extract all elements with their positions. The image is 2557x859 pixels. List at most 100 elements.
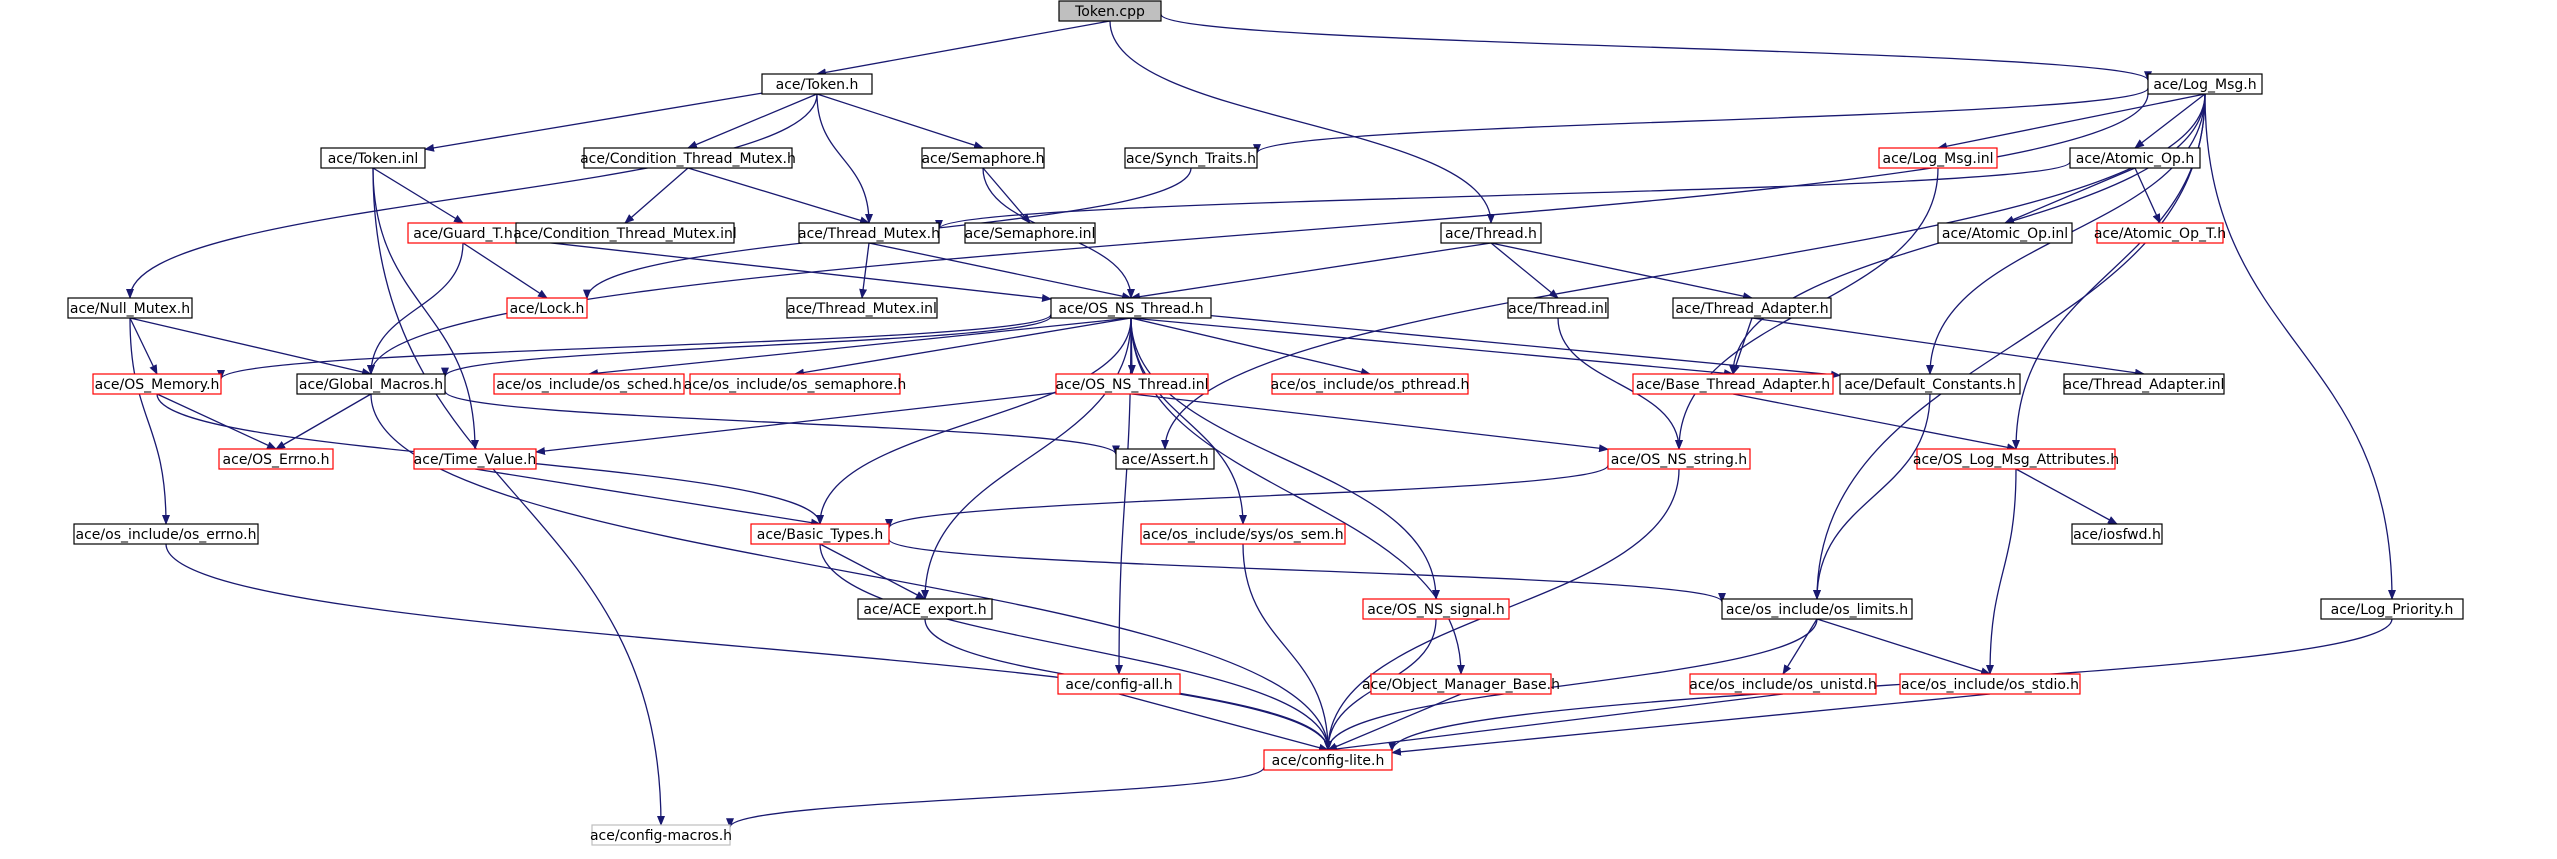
node-box [2147,73,2263,95]
node-os-unistd-h[interactable]: ace/os_include/os_unistd.h [1689,673,1877,695]
edge-os-ns-thread-h-to-global-macros-h [441,315,1052,378]
node-label: ace/Thread_Mutex.h [798,226,940,242]
node-ace-export-h[interactable]: ace/ACE_export.h [857,598,993,620]
node-label: ace/Synch_Traits.h [1126,151,1256,167]
node-thread-mutex-inl[interactable]: ace/Thread_Mutex.inl [786,297,938,319]
node-atomic-op-inl[interactable]: ace/Atomic_Op.inl [1937,222,2073,244]
node-cond-thread-mutex-h[interactable]: ace/Condition_Thread_Mutex.h [580,147,796,169]
node-os-ns-string-h[interactable]: ace/OS_NS_string.h [1607,448,1751,470]
node-thread-h[interactable]: ace/Thread.h [1440,222,1542,244]
edge-atomic-op-h-to-atomic-op-t-h [2134,167,2161,224]
node-time-value-h[interactable]: ace/Time_Value.h [413,448,537,470]
node-semaphore-h[interactable]: ace/Semaphore.h [921,147,1045,169]
edge-os-unistd-h-to-config-lite-h [1327,693,1784,753]
edge-token-h-to-thread-mutex-h [816,93,873,224]
node-label: ace/Semaphore.h [921,151,1044,167]
node-label: ace/OS_NS_Thread.h [1058,301,1203,317]
node-thread-adapter-inl[interactable]: ace/Thread_Adapter.inl [2063,373,2225,395]
node-label: ace/OS_NS_signal.h [1367,602,1505,618]
node-thread-adapter-h[interactable]: ace/Thread_Adapter.h [1672,297,1832,319]
edge-token-h-to-semaphore-h [816,93,984,150]
node-semaphore-inl[interactable]: ace/Semaphore.inl [964,222,1096,244]
node-os-limits-h[interactable]: ace/os_include/os_limits.h [1721,598,1913,620]
node-os-include-os-errno-h[interactable]: ace/os_include/os_errno.h [73,523,259,545]
node-basic-types-h[interactable]: ace/Basic_Types.h [750,523,890,545]
node-default-constants-h[interactable]: ace/Default_Constants.h [1839,373,2021,395]
node-null-mutex-h[interactable]: ace/Null_Mutex.h [67,297,193,319]
node-os-ns-thread-inl[interactable]: ace/OS_NS_Thread.inl [1055,373,1209,395]
node-config-all-h[interactable]: ace/config-all.h [1057,673,1181,695]
node-log-msg-inl[interactable]: ace/Log_Msg.inl [1878,147,1998,169]
node-box [786,297,938,319]
node-os-semaphore-h[interactable]: ace/os_include/os_semaphore.h [684,373,907,395]
node-token-inl[interactable]: ace/Token.inl [320,147,426,169]
edge-os-ns-thread-h-to-ace-export-h [921,317,1132,600]
node-label: ace/OS_NS_string.h [1611,452,1747,468]
edge-global-macros-h-to-os-errno-h [275,393,372,450]
node-os-ns-thread-h[interactable]: ace/OS_NS_Thread.h [1050,297,1212,319]
node-object-manager-base-h[interactable]: ace/Object_Manager_Base.h [1362,673,1560,695]
node-box [1916,448,2116,470]
node-label: ace/Atomic_Op.h [2076,151,2194,167]
edge-log-msg-h-to-log-priority-h [2204,93,2396,600]
node-global-macros-h[interactable]: ace/Global_Macros.h [296,373,446,395]
edge-guard-t-h-to-lock-h [462,242,548,299]
node-os-errno-h[interactable]: ace/OS_Errno.h [218,448,334,470]
node-os-log-msg-attributes-h[interactable]: ace/OS_Log_Msg_Attributes.h [1913,448,2119,470]
node-label: ace/Time_Value.h [414,452,537,468]
node-box [218,448,334,470]
node-box [320,147,426,169]
node-config-macros-h: ace/config-macros.h [590,824,732,846]
node-os-pthread-h[interactable]: ace/os_include/os_pthread.h [1271,373,1470,395]
node-iosfwd-h[interactable]: ace/iosfwd.h [2071,523,2163,545]
edge-object-manager-base-h-to-config-lite-h [1327,693,1462,751]
node-os-ns-signal-h[interactable]: ace/OS_NS_signal.h [1362,598,1510,620]
edge-semaphore-h-to-semaphore-inl [982,167,1031,224]
node-label: ace/Object_Manager_Base.h [1362,677,1560,693]
node-os-sys-sem-h[interactable]: ace/os_include/sys/os_sem.h [1140,523,1346,545]
node-log-priority-h[interactable]: ace/Log_Priority.h [2320,598,2464,620]
edge-os-ns-thread-h-to-os-ns-signal-h [1130,317,1440,600]
node-label: ace/Assert.h [1122,452,1209,468]
node-token-h[interactable]: ace/Token.h [761,73,873,95]
node-box [750,523,890,545]
node-config-lite-h[interactable]: ace/config-lite.h [1263,749,1393,771]
node-lock-h[interactable]: ace/Lock.h [506,297,588,319]
edge-token-h-to-token-inl [424,92,763,152]
node-label: ace/os_include/os_limits.h [1726,602,1908,618]
node-atomic-op-t-h[interactable]: ace/Atomic_Op_T.h [2094,222,2226,244]
node-box [1362,598,1510,620]
node-os-memory-h[interactable]: ace/OS_Memory.h [92,373,222,395]
node-cond-thread-mutex-inl[interactable]: ace/Condition_Thread_Mutex.inl [513,222,737,244]
node-label: ace/ACE_export.h [863,602,986,618]
node-box [1440,222,1542,244]
edge-null-mutex-h-to-os-include-os-errno-h [129,317,170,525]
node-label: ace/OS_NS_Thread.inl [1056,377,1209,393]
edge-null-mutex-h-to-global-macros-h [129,317,372,376]
edge-atomic-op-h-to-thread-mutex-h [935,161,2071,230]
node-label: ace/config-macros.h [590,828,732,844]
node-synch-traits-h[interactable]: ace/Synch_Traits.h [1124,147,1258,169]
node-box [2320,598,2464,620]
node-os-sched-h[interactable]: ace/os_include/os_sched.h [493,373,685,395]
node-label: ace/os_include/os_sched.h [496,377,681,393]
node-box [1672,297,1832,319]
node-label: ace/Global_Macros.h [299,377,443,393]
node-box [1839,373,2021,395]
node-os-stdio-h[interactable]: ace/os_include/os_stdio.h [1899,673,2081,695]
node-thread-mutex-h[interactable]: ace/Thread_Mutex.h [798,222,940,244]
edge-token-h-to-null-mutex-h [126,93,818,299]
node-base-thread-adapter-h[interactable]: ace/Base_Thread_Adapter.h [1632,373,1834,395]
node-log-msg-h[interactable]: ace/Log_Msg.h [2147,73,2263,95]
node-box [964,222,1096,244]
node-guard-t-h[interactable]: ace/Guard_T.h [407,222,519,244]
node-assert-h[interactable]: ace/Assert.h [1115,448,1215,470]
edge-thread-h-to-thread-inl [1490,242,1559,299]
edge-thread-inl-to-os-ns-string-h [1557,317,1683,450]
node-atomic-op-h[interactable]: ace/Atomic_Op.h [2069,147,2201,169]
node-box [67,297,193,319]
edge-os-ns-thread-inl-to-os-ns-string-h [1131,393,1609,453]
node-label: ace/Thread.h [1445,226,1537,242]
node-thread-inl[interactable]: ace/Thread.inl [1507,297,1609,319]
